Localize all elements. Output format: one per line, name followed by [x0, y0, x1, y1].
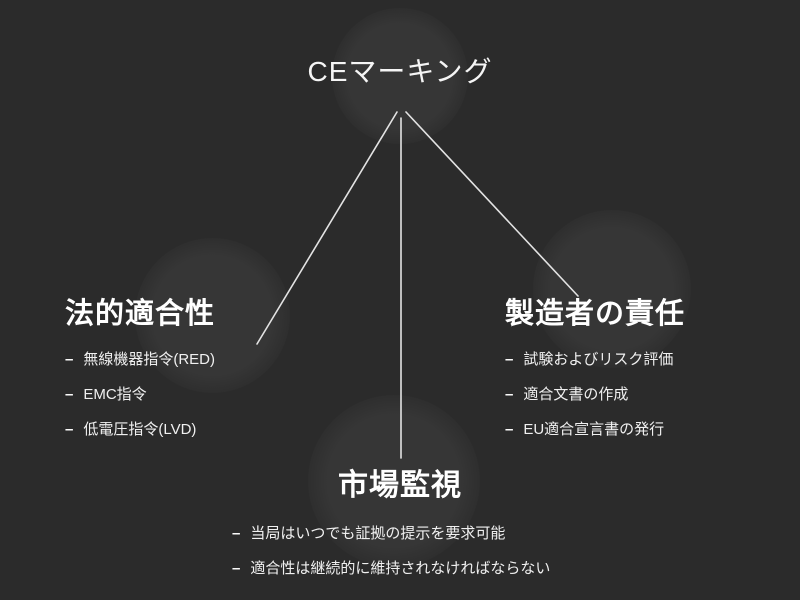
- node-heading-manufacturer-responsibility: 製造者の責任: [505, 298, 686, 330]
- bullet-dash: –: [65, 386, 74, 403]
- node-item-list: – 試験およびリスク評価 – 適合文書の作成 – EU適合宣言書の発行: [505, 348, 685, 439]
- connector-right: [405, 111, 579, 297]
- node-legal-conformity: 法的適合性 – 無線機器指令(RED) – EMC指令 – 低電圧指令(LVD): [65, 290, 215, 453]
- diagram-title: CEマーキング: [307, 56, 493, 87]
- list-item: – 低電圧指令(LVD): [65, 418, 215, 439]
- list-item: – EMC指令: [65, 383, 215, 404]
- bullet-dash: –: [505, 351, 514, 368]
- bullet-dash: –: [232, 560, 241, 577]
- list-item-text: EMC指令: [83, 386, 147, 403]
- list-item: – 試験およびリスク評価: [505, 348, 685, 369]
- node-market-surveillance: 市場監視 – 当局はいつでも証拠の提示を要求可能 – 適合性は継続的に維持されな…: [232, 460, 550, 592]
- list-item-text: EU適合宣言書の発行: [523, 421, 665, 438]
- list-item: – 無線機器指令(RED): [65, 348, 215, 369]
- node-item-list: – 当局はいつでも証拠の提示を要求可能 – 適合性は継続的に維持されなければなら…: [232, 522, 550, 578]
- bullet-dash: –: [65, 421, 74, 438]
- node-heading-market-surveillance: 市場監視: [338, 469, 462, 502]
- bullet-dash: –: [505, 421, 514, 438]
- bullet-dash: –: [65, 351, 74, 368]
- list-item-text: 適合文書の作成: [523, 386, 629, 403]
- list-item-text: 当局はいつでも証拠の提示を要求可能: [250, 525, 506, 542]
- node-item-list: – 無線機器指令(RED) – EMC指令 – 低電圧指令(LVD): [65, 348, 215, 439]
- list-item-text: 適合性は継続的に維持されなければならない: [250, 560, 551, 577]
- node-manufacturer-responsibility: 製造者の責任 – 試験およびリスク評価 – 適合文書の作成 – EU適合宣言書の…: [505, 290, 685, 453]
- list-item-text: 試験およびリスク評価: [523, 351, 674, 368]
- bullet-dash: –: [505, 386, 514, 403]
- connector-left: [256, 111, 398, 345]
- node-heading-legal-conformity: 法的適合性: [65, 298, 216, 330]
- list-item: – 適合性は継続的に維持されなければならない: [232, 557, 550, 578]
- list-item: – 適合文書の作成: [505, 383, 685, 404]
- list-item-text: 無線機器指令(RED): [83, 351, 216, 368]
- list-item-text: 低電圧指令(LVD): [83, 421, 197, 438]
- bullet-dash: –: [232, 525, 241, 542]
- list-item: – EU適合宣言書の発行: [505, 418, 685, 439]
- list-item: – 当局はいつでも証拠の提示を要求可能: [232, 522, 550, 543]
